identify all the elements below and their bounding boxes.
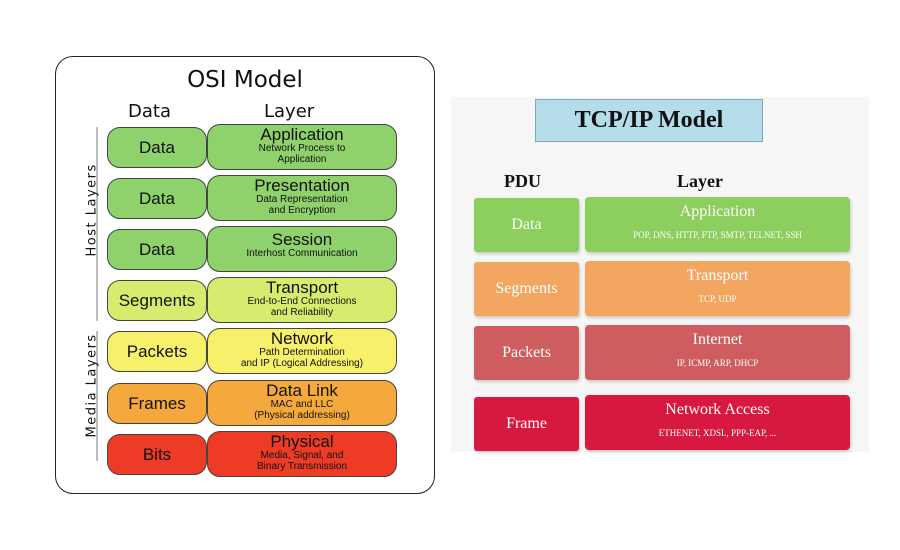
osi-layer-desc: End-to-End Connections [247, 296, 357, 307]
osi-layer-desc: and Reliability [270, 307, 334, 318]
osi-layer-desc: Path Determination [259, 347, 345, 358]
tcpip-layer-protocols: POP, DNS, HTTP, FTP, SMTP, TELNET, SSH [633, 230, 802, 240]
osi-model-panel: OSI Model Data Layer Host Layers Media L… [55, 56, 435, 494]
osi-layer-network: Network Path Determination and IP (Logic… [207, 328, 397, 374]
media-layers-bracket [96, 331, 98, 461]
tcpip-layer-name: Transport [686, 267, 749, 284]
osi-layer-application: Application Network Process to Applicati… [207, 124, 397, 170]
osi-data-header: Data [128, 101, 171, 122]
tcpip-layer-internet: Internet IP, ICMP, ARP, DHCP [585, 325, 850, 380]
osi-pdu-presentation: Data [107, 178, 207, 219]
tcpip-layer-protocols: IP, ICMP, ARP, DHCP [676, 358, 759, 368]
tcpip-layer-network-access: Network Access ETHENET, XDSL, PPP-EAP, .… [585, 395, 850, 450]
osi-layer-desc: (Physical addressing) [254, 410, 350, 421]
osi-pdu-data-link: Frames [107, 383, 207, 424]
osi-layer-desc: Binary Transmission [256, 461, 348, 472]
osi-layer-desc: Interhost Communication [246, 248, 358, 259]
osi-layer-name: Application [260, 125, 344, 144]
tcpip-model-panel: TCP/IP Model PDU Layer Data Application … [451, 97, 869, 452]
osi-layer-header: Layer [264, 101, 315, 122]
tcpip-layer-name: Network Access [665, 401, 770, 418]
osi-layer-presentation: Presentation Data Representation and Enc… [207, 175, 397, 221]
osi-layer-session: Session Interhost Communication [207, 226, 397, 272]
host-layers-bracket [96, 127, 98, 321]
osi-layer-name: Data Link [266, 381, 338, 400]
osi-layer-data-link: Data Link MAC and LLC (Physical addressi… [207, 380, 397, 426]
osi-layer-name: Transport [265, 278, 339, 297]
tcpip-layer-application: Application POP, DNS, HTTP, FTP, SMTP, T… [585, 197, 850, 252]
osi-layer-desc: MAC and LLC [270, 399, 334, 410]
tcpip-pdu-network-access: Frame [474, 397, 579, 451]
tcpip-layer-header: Layer [677, 171, 723, 191]
osi-pdu-physical: Bits [107, 434, 207, 475]
osi-pdu-application: Data [107, 127, 207, 168]
osi-pdu-session: Data [107, 229, 207, 270]
osi-layer-name: Presentation [254, 176, 350, 195]
osi-layer-name: Session [271, 230, 333, 249]
tcpip-layer-protocols: TCP, UDP [698, 294, 737, 304]
osi-layer-desc: Data Representation [256, 194, 348, 205]
media-layers-label: Media Layers [84, 333, 100, 438]
osi-pdu-transport: Segments [107, 280, 207, 321]
osi-layer-name: Network [270, 329, 334, 348]
tcpip-layer-name: Application [679, 203, 756, 220]
osi-layer-transport: Transport End-to-End Connections and Rel… [207, 277, 397, 323]
tcpip-pdu-internet: Packets [474, 326, 579, 380]
osi-layer-name: Physical [270, 432, 334, 451]
host-layers-label: Host Layers [84, 163, 100, 257]
tcpip-pdu-transport: Segments [474, 262, 579, 316]
tcpip-title: TCP/IP Model [535, 99, 763, 142]
osi-layer-desc: Application [277, 154, 327, 165]
osi-layer-desc: Media, Signal, and [260, 450, 344, 461]
osi-title: OSI Model [187, 67, 303, 93]
tcpip-layer-protocols: ETHENET, XDSL, PPP-EAP, ... [658, 428, 777, 438]
osi-layer-desc: and Encryption [268, 205, 336, 216]
tcpip-pdu-header: PDU [504, 171, 541, 191]
osi-layer-desc: Network Process to [258, 143, 346, 154]
osi-layer-desc: and IP (Logical Addressing) [240, 358, 364, 369]
tcpip-layer-name: Internet [692, 331, 743, 348]
tcpip-pdu-application: Data [474, 198, 579, 252]
tcpip-layer-transport: Transport TCP, UDP [585, 261, 850, 316]
osi-layer-physical: Physical Media, Signal, and Binary Trans… [207, 431, 397, 477]
osi-pdu-network: Packets [107, 331, 207, 372]
